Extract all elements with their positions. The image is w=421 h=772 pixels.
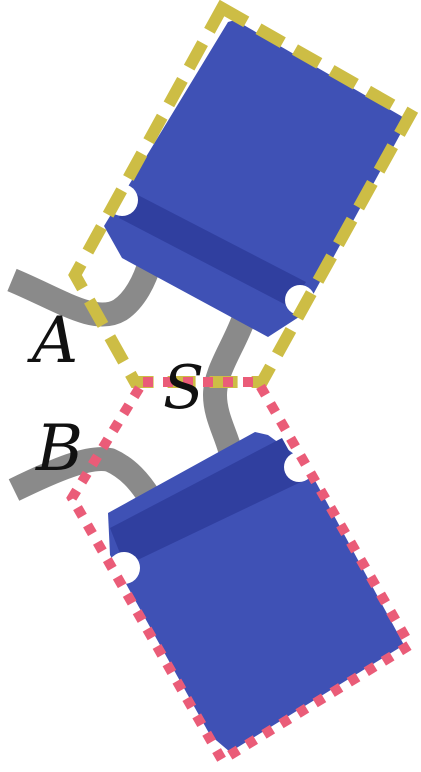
wire-b [8, 447, 161, 505]
bottom-outline-dotted [66, 377, 417, 767]
bottom-block-stripe [110, 438, 305, 566]
label-s: S [163, 353, 204, 423]
bottom-block [108, 432, 404, 752]
wire-a [7, 258, 162, 327]
wires [7, 258, 257, 505]
wire-s [202, 310, 257, 454]
label-a: A [27, 304, 78, 378]
top-outline-dashed [68, 0, 419, 388]
top-block-stripe [119, 192, 306, 307]
bottom-block-notch-left [108, 552, 140, 584]
label-b: B [35, 412, 83, 486]
